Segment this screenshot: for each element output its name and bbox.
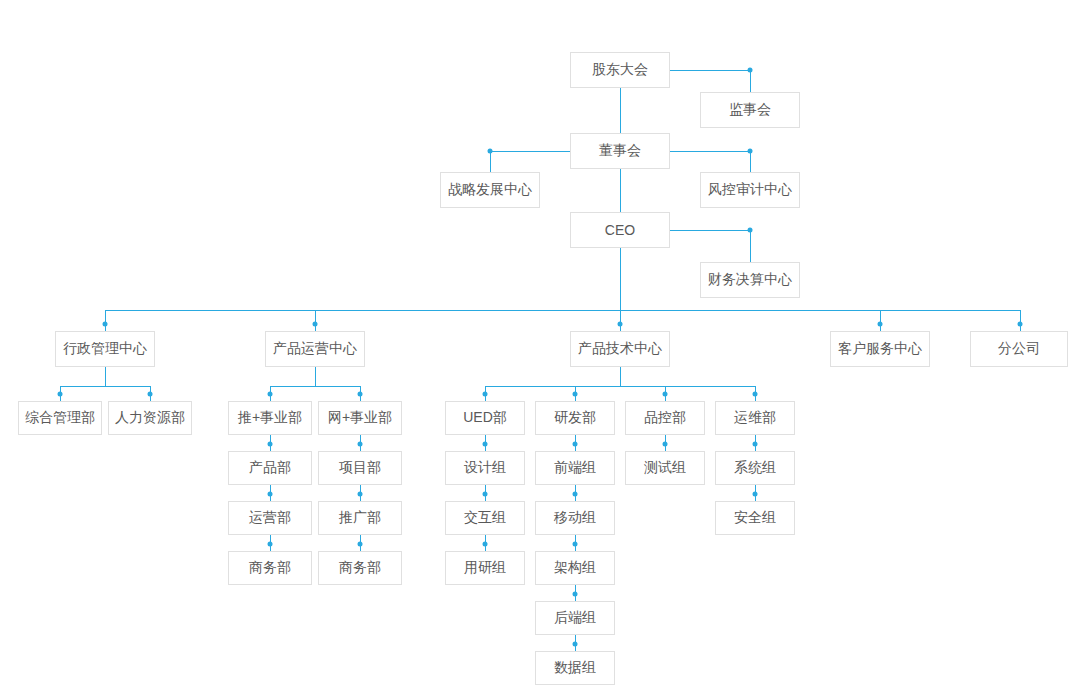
connector-line bbox=[490, 151, 570, 152]
connector-line bbox=[750, 151, 751, 172]
org-node-ceo: CEO bbox=[570, 212, 670, 248]
org-node-business-dept-a: 商务部 bbox=[228, 551, 312, 585]
connector-dot bbox=[573, 492, 578, 497]
connector-dot bbox=[753, 442, 758, 447]
connector-dot bbox=[748, 149, 753, 154]
org-node-design-group: 设计组 bbox=[445, 451, 525, 485]
connector-dot bbox=[358, 392, 363, 397]
org-node-customer-service-center: 客户服务中心 bbox=[830, 331, 930, 367]
org-node-risk-audit-center: 风控审计中心 bbox=[700, 172, 800, 208]
connector-line bbox=[315, 310, 316, 331]
org-node-admin-center: 行政管理中心 bbox=[55, 331, 155, 367]
connector-line bbox=[485, 386, 755, 387]
org-node-ued-dept: UED部 bbox=[445, 401, 525, 435]
connector-line bbox=[750, 230, 751, 262]
connector-dot bbox=[103, 322, 108, 327]
org-node-data-group: 数据组 bbox=[535, 651, 615, 685]
org-node-promotion-dept: 推广部 bbox=[318, 501, 402, 535]
connector-dot bbox=[1018, 322, 1023, 327]
connector-line bbox=[620, 310, 621, 331]
connector-line bbox=[270, 386, 360, 387]
org-node-testing-group: 测试组 bbox=[625, 451, 705, 485]
org-node-mobile-group: 移动组 bbox=[535, 501, 615, 535]
connector-line bbox=[1020, 310, 1021, 331]
connector-dot bbox=[573, 592, 578, 597]
connector-line bbox=[620, 248, 621, 310]
org-node-product-tech-center: 产品技术中心 bbox=[570, 331, 670, 367]
org-node-frontend-group: 前端组 bbox=[535, 451, 615, 485]
org-node-product-ops-center: 产品运营中心 bbox=[265, 331, 365, 367]
org-node-branch-company: 分公司 bbox=[970, 331, 1068, 367]
connector-dot bbox=[268, 392, 273, 397]
connector-dot bbox=[483, 492, 488, 497]
connector-dot bbox=[573, 392, 578, 397]
org-node-project-dept: 项目部 bbox=[318, 451, 402, 485]
org-node-architecture-group: 架构组 bbox=[535, 551, 615, 585]
org-node-ops-maintenance-dept: 运维部 bbox=[715, 401, 795, 435]
org-node-shareholders-meeting: 股东大会 bbox=[570, 52, 670, 88]
org-node-system-group: 系统组 bbox=[715, 451, 795, 485]
connector-dot bbox=[358, 542, 363, 547]
connector-line bbox=[105, 367, 106, 386]
org-node-interaction-group: 交互组 bbox=[445, 501, 525, 535]
connector-line bbox=[880, 310, 881, 331]
org-node-human-resources-dept: 人力资源部 bbox=[108, 401, 192, 435]
org-node-tui-business-division: 推+事业部 bbox=[228, 401, 312, 435]
connector-dot bbox=[753, 492, 758, 497]
connector-line bbox=[105, 310, 1020, 311]
org-node-board-of-directors: 董事会 bbox=[570, 133, 670, 169]
connector-line bbox=[60, 386, 150, 387]
org-node-qc-dept: 品控部 bbox=[625, 401, 705, 435]
org-node-operations-dept: 运营部 bbox=[228, 501, 312, 535]
connector-dot bbox=[268, 492, 273, 497]
connector-line bbox=[670, 70, 750, 71]
connector-dot bbox=[753, 392, 758, 397]
connector-dot bbox=[358, 442, 363, 447]
connector-dot bbox=[483, 442, 488, 447]
connector-dot bbox=[268, 542, 273, 547]
connector-dot bbox=[618, 322, 623, 327]
org-node-business-dept-b: 商务部 bbox=[318, 551, 402, 585]
connector-dot bbox=[748, 228, 753, 233]
org-node-supervisory-board: 监事会 bbox=[700, 92, 800, 128]
org-node-user-research-group: 用研组 bbox=[445, 551, 525, 585]
org-node-strategy-center: 战略发展中心 bbox=[440, 172, 540, 208]
connector-line bbox=[620, 169, 621, 212]
connector-line bbox=[105, 310, 106, 331]
connector-dot bbox=[483, 542, 488, 547]
connector-dot bbox=[358, 492, 363, 497]
org-node-security-group: 安全组 bbox=[715, 501, 795, 535]
connector-dot bbox=[573, 442, 578, 447]
connector-dot bbox=[488, 149, 493, 154]
org-node-backend-group: 后端组 bbox=[535, 601, 615, 635]
connector-dot bbox=[313, 322, 318, 327]
connector-dot bbox=[58, 392, 63, 397]
connector-dot bbox=[878, 322, 883, 327]
org-node-rnd-dept: 研发部 bbox=[535, 401, 615, 435]
connector-dot bbox=[663, 442, 668, 447]
org-node-general-management-dept: 综合管理部 bbox=[18, 401, 102, 435]
connector-line bbox=[620, 88, 621, 133]
connector-dot bbox=[748, 68, 753, 73]
connector-dot bbox=[268, 442, 273, 447]
connector-line bbox=[670, 151, 750, 152]
org-node-wang-business-division: 网+事业部 bbox=[318, 401, 402, 435]
org-node-product-dept: 产品部 bbox=[228, 451, 312, 485]
connector-line bbox=[315, 367, 316, 386]
connector-line bbox=[620, 367, 621, 386]
connector-dot bbox=[483, 392, 488, 397]
connector-dot bbox=[573, 542, 578, 547]
connector-line bbox=[490, 151, 491, 172]
connector-dot bbox=[148, 392, 153, 397]
org-node-finance-center: 财务决算中心 bbox=[700, 262, 800, 298]
connector-line bbox=[670, 230, 750, 231]
connector-dot bbox=[573, 642, 578, 647]
connector-line bbox=[750, 70, 751, 92]
connector-dot bbox=[663, 392, 668, 397]
